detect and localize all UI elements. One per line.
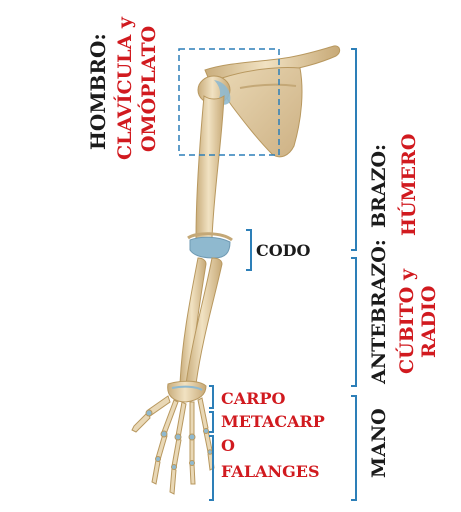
label-codo: CODO: [256, 243, 310, 259]
brazo-bracket: [351, 49, 356, 250]
humerus-bone: [196, 96, 224, 240]
label-metacarpo-line1: METACARP: [221, 414, 325, 430]
elbow-joint: [190, 237, 230, 258]
antebrazo-bracket: [351, 258, 356, 386]
label-brazo: BRAZO:: [370, 144, 389, 228]
metacarpo-bracket: [209, 412, 213, 432]
carpo-bracket: [209, 386, 213, 408]
label-carpo: CARPO: [221, 391, 285, 407]
codo-bracket: [246, 230, 251, 270]
label-radio: RADIO: [420, 286, 439, 358]
mano-bracket: [351, 396, 356, 500]
hand-bones: [132, 396, 214, 494]
label-cubito: CÚBITO y: [398, 269, 417, 374]
label-metacarpo-line2: O: [221, 438, 235, 454]
label-mano: MANO: [370, 408, 389, 478]
label-hombro: HOMBRO:: [88, 33, 108, 150]
label-antebrazo: ANTEBRAZO:: [370, 239, 389, 384]
label-omoplato: OMÓPLATO: [140, 26, 159, 152]
label-humero: HÚMERO: [400, 134, 419, 236]
label-falanges: FALANGES: [221, 464, 320, 480]
scapula-bone: [222, 67, 302, 156]
label-clavicula: CLAVÍCULA y: [116, 17, 135, 160]
